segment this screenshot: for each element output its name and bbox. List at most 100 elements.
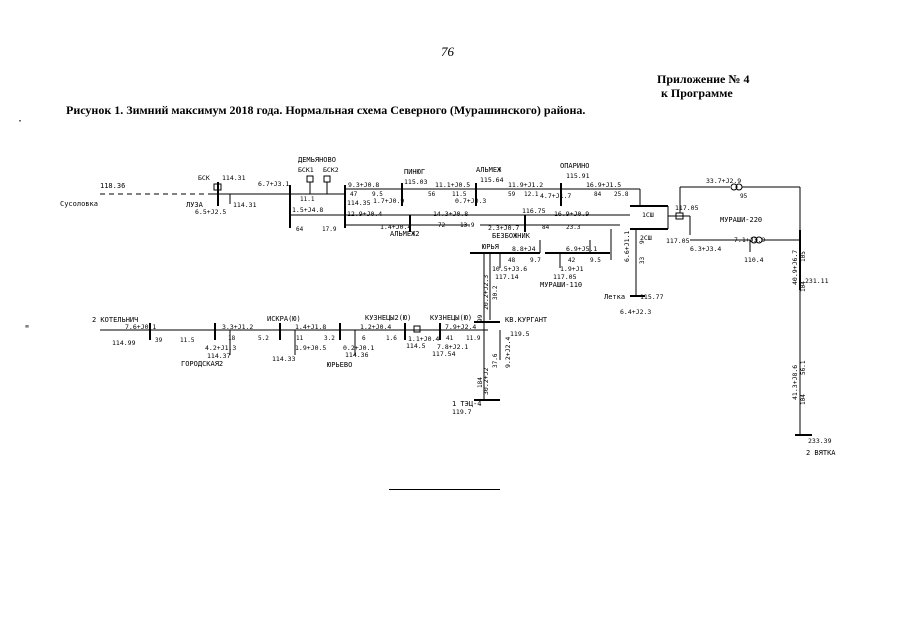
demyanovo-load: 1.5+J4.8: [292, 206, 323, 214]
branch-number: 84: [594, 191, 602, 198]
branch-number: 33: [639, 256, 646, 264]
iskra-voltage: 114.33: [272, 355, 296, 363]
bsk-label: БСК: [198, 174, 210, 182]
branch-number: 6: [362, 335, 366, 342]
appendix-line-2: к Программе: [661, 86, 733, 100]
node-iskra: ИСКРА(Ю): [267, 315, 301, 323]
flow-20: 1.2+J0.4: [360, 323, 391, 331]
bus-1sh: 1СШ: [642, 211, 654, 219]
branch-number: 9.7: [530, 257, 541, 264]
kuznetsy2-load: 1.1+J0.4: [408, 335, 439, 343]
node-tets4: 1 ТЭЦ-4: [452, 400, 482, 408]
demyanovo-voltage: 114.35: [347, 199, 371, 207]
node-luza: ЛУЗА: [186, 201, 204, 209]
branch-number: 30.2: [492, 285, 499, 300]
branch-number: 95: [740, 193, 748, 200]
flow-5: 16.9+J1.5: [586, 181, 621, 189]
yurya-voltage: 117.14: [495, 273, 519, 281]
pinyug-voltage: 115.03: [404, 178, 428, 186]
node-oparino: ОПАРИНО: [560, 162, 590, 170]
branch-number: 9.5: [372, 191, 383, 198]
node-kvkurgant: КВ.КУРГАНТ: [505, 316, 548, 324]
gorodskaya-voltage: 114.37: [207, 352, 231, 360]
node-murashi220: МУРАШИ-220: [720, 216, 762, 224]
branch-number: 5.2: [258, 335, 269, 342]
zsh-voltage: 117.05: [666, 237, 690, 245]
branch-number: 48: [508, 257, 516, 264]
branch-number: 11.1: [300, 196, 315, 203]
almezh-voltage: 115.64: [480, 176, 504, 184]
branch-number: 1.6: [386, 335, 397, 342]
node-gorodskaya: ГОРОДСКАЯ2: [181, 360, 223, 368]
branch-number: 64: [296, 226, 304, 233]
flow-6: 12.9+J0.4: [347, 210, 382, 218]
letka-voltage: 115.77: [640, 293, 664, 301]
bezbozhnik-load: 2.3+J0.7: [488, 224, 519, 232]
almezh-load: 0.7+J0.3: [455, 197, 486, 205]
node-kuznetsy2: КУЗНЕЦЫ2(Ю): [365, 314, 411, 322]
stray-mark: ": [24, 324, 31, 335]
flow-21: 7.9+J2.4: [445, 323, 476, 331]
branch-number: 3.2: [324, 335, 335, 342]
node-demyanovo: ДЕМЬЯНОВО: [298, 156, 336, 164]
kuznetsy2-voltage: 114.5: [406, 342, 426, 350]
gorodskaya-load: 4.2+J1.3: [205, 344, 236, 352]
luza-voltage: 114.31: [233, 201, 257, 209]
branch-number: 47: [350, 191, 358, 198]
flow-22: 30.2+J2: [482, 368, 490, 395]
almezh2-load: 1.4+J0.4: [380, 223, 411, 231]
kvkurgant-voltage: 119.5: [510, 330, 530, 338]
branch-number: 104: [800, 394, 807, 405]
page-number: 76: [441, 44, 454, 59]
appendix-label: Приложение № 4 к Программе: [657, 72, 817, 100]
murashi220-load: 6.3+J3.4: [690, 245, 721, 253]
oparino-load: 4.7+J1.7: [540, 192, 571, 200]
branch-number: 11.9: [466, 335, 481, 342]
node-susolovka-voltage: 118.36: [100, 182, 125, 190]
branch-number: 104: [800, 281, 807, 292]
kuznetsy-voltage: 117.54: [432, 350, 456, 358]
yuryevo-load: 0.2+J0.1: [343, 344, 374, 352]
bus-2sh: 2СШ: [640, 234, 652, 242]
iskra-load: 1.9+J0.5: [295, 344, 326, 352]
murashi220-v: 110.4: [744, 256, 764, 264]
flow-10: 7.1+J3.9: [734, 236, 765, 244]
flow-2: 9.3+J0.8: [348, 181, 379, 189]
kuznetsy-load: 7.8+J2.1: [437, 343, 468, 351]
footnote-rule: [389, 489, 500, 490]
branch-number: 25.8: [614, 191, 629, 198]
yurya-load: 10.5+J3.6: [492, 265, 527, 273]
branch-number: 41: [446, 335, 454, 342]
stray-mark: ·: [17, 116, 24, 127]
node231-voltage: 231.11: [805, 277, 829, 285]
branch-number: 56: [428, 191, 436, 198]
flow-12: 6.9+J5.1: [566, 245, 597, 253]
branch-number: 9.5: [590, 257, 601, 264]
branch-number: 84: [542, 224, 550, 231]
flow-16: 41.3+J8.6: [791, 365, 799, 400]
node-pinyug: ПИНЮГ: [404, 168, 425, 176]
branch-number: 17.9: [322, 226, 337, 233]
branch-number: 184: [477, 377, 484, 388]
node-yurya: ЮРЬЯ: [482, 243, 499, 251]
node-almezh: АЛЬМЕЖ: [476, 166, 502, 174]
flow-9: 33.7+J2.9: [706, 177, 741, 185]
letka-load: 6.4+J2.3: [620, 308, 651, 316]
murashi110-voltage: 117.05: [553, 273, 577, 281]
node-bezbozhnik: БЕЗБОЖНИК: [492, 232, 531, 240]
murashi110-load: 1.9+J1: [560, 265, 584, 273]
branch-number: 18: [228, 335, 236, 342]
branch-number: 12.1: [524, 191, 539, 198]
bsk2-label: БСК2: [323, 166, 339, 174]
bsk1-label: БСК1: [298, 166, 314, 174]
yuryevo-voltage: 114.36: [345, 351, 369, 359]
branch-number: 13.9: [460, 222, 475, 229]
zsh-voltage-top: 117.05: [675, 204, 699, 212]
flow-7: 14.3+J0.8: [433, 210, 468, 218]
tets4-voltage: 119.7: [452, 408, 472, 416]
branch-number: 99: [477, 314, 484, 322]
node-letka: Летка: [604, 293, 625, 301]
flow-18: 3.3+J1.2: [222, 323, 253, 331]
branch-number: 11.5: [180, 337, 195, 344]
